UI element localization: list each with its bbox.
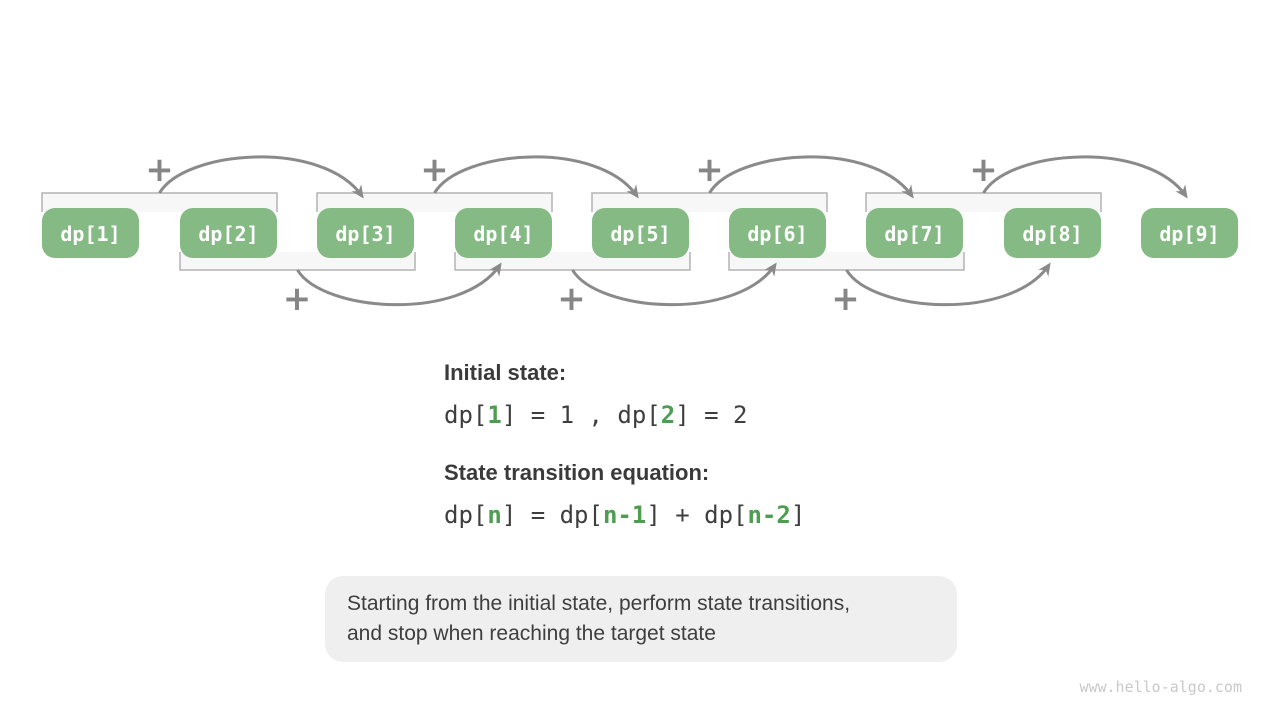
dp-node-1: dp[1] [42, 208, 139, 258]
equation-segment-highlight: n-1 [602, 501, 647, 529]
dp-node-label: dp[8] [1022, 222, 1082, 246]
dp-node-rect [317, 208, 414, 258]
dp-node-label: dp[2] [198, 222, 258, 246]
transition-arrow-to-dp5 [433, 155, 639, 199]
equation-segment: dp[ [444, 401, 488, 429]
dp-node-label: dp[9] [1159, 222, 1219, 246]
dp-node-label: dp[6] [747, 222, 807, 246]
dp-node-rect [729, 208, 826, 258]
dp-node-6: dp[6] [729, 208, 826, 258]
dp-node-label: dp[4] [473, 222, 533, 246]
equation-segment: ] + dp[ [646, 501, 748, 529]
equation-segment-highlight: n-2 [747, 501, 791, 529]
transition-arrow-to-dp4 [296, 262, 502, 307]
dp-node-rect [455, 208, 552, 258]
dp-node-rect [1141, 208, 1238, 258]
dp-node-8: dp[8] [1004, 208, 1101, 258]
dp-node-rect [592, 208, 689, 258]
dp-node-label: dp[7] [884, 222, 944, 246]
equation-segment-highlight: 1 [487, 401, 502, 429]
equation-segment: ] = 1 , dp[ [501, 401, 661, 429]
equation-segment: dp[ [444, 501, 488, 529]
dp-node-5: dp[5] [592, 208, 689, 258]
plus-icon: + [420, 150, 449, 190]
equation-segment: ] = dp[ [501, 501, 603, 529]
note-line: Starting from the initial state, perform… [347, 592, 851, 615]
transition-arrow-to-dp9 [982, 155, 1188, 199]
transition-arrow-to-dp6 [571, 262, 777, 307]
state-transition-heading: State transition equation: [444, 460, 710, 485]
dp-node-3: dp[3] [317, 208, 414, 258]
initial-state-equation: dp[1] = 1 , dp[2] = 2 [444, 401, 747, 429]
equation-segment: ] [790, 501, 806, 529]
dp-node-7: dp[7] [866, 208, 963, 258]
equation-segment-highlight: n [487, 501, 502, 529]
plus-icon: + [145, 150, 174, 190]
plus-icon: + [969, 150, 998, 190]
explanation-note: Starting from the initial state, perform… [325, 576, 957, 662]
dp-node-label: dp[1] [60, 222, 120, 246]
plus-icon: + [557, 279, 586, 319]
dp-node-9: dp[9] [1141, 208, 1238, 258]
dp-node-rect [866, 208, 963, 258]
dp-node-4: dp[4] [455, 208, 552, 258]
equation-segment-highlight: 2 [660, 401, 676, 429]
watermark: www.hello-algo.com [1079, 678, 1242, 696]
plus-icon: + [695, 150, 724, 190]
dp-node-label: dp[3] [335, 222, 395, 246]
dp-node-rect [180, 208, 277, 258]
dp-node-2: dp[2] [180, 208, 277, 258]
transition-arrow-to-dp7 [708, 155, 914, 199]
dp-node-rect [1004, 208, 1101, 258]
dp-node-rect [42, 208, 139, 258]
plus-icon: + [283, 279, 312, 319]
transition-arrow-to-dp3 [158, 155, 364, 199]
initial-state-heading: Initial state: [444, 360, 567, 385]
equation-segment: ] = 2 [675, 401, 748, 429]
transition-arrow-to-dp8 [845, 262, 1051, 307]
dp-node-label: dp[5] [610, 222, 670, 246]
note-line: and stop when reaching the target state [347, 622, 716, 645]
state-transition-diagram: dp[1] dp[2] dp[3] dp[4] dp[5] dp[6] dp[7… [41, 150, 1238, 319]
state-transition-equation: dp[n] = dp[n-1] + dp[n-2] [444, 501, 805, 529]
plus-icon: + [831, 279, 860, 319]
